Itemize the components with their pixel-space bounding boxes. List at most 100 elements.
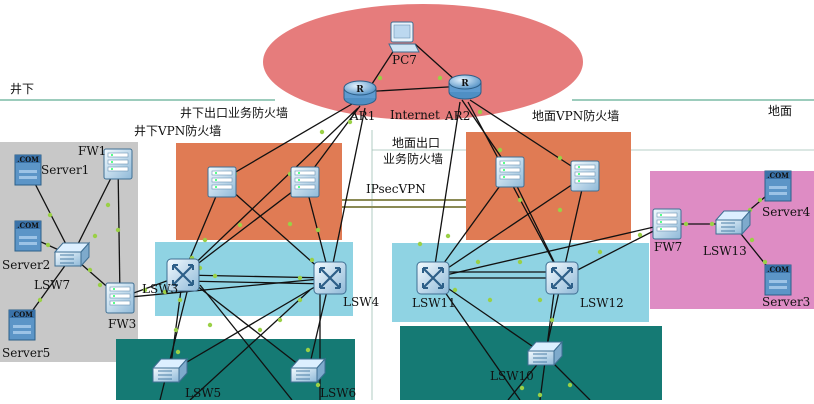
- port-dot: [519, 385, 525, 391]
- port-dot: [757, 197, 763, 203]
- ipsec-vpn-link: [342, 199, 466, 208]
- port-dot: [257, 327, 263, 333]
- underground-exit-firewall-icon[interactable]: [290, 166, 320, 198]
- server5-icon[interactable]: .COM: [8, 309, 36, 341]
- port-dot: [597, 249, 603, 255]
- port-dot: [92, 233, 98, 239]
- ground-exit-firewall-label-line2: 业务防火墙: [383, 151, 443, 166]
- lsw12-switch-icon[interactable]: [544, 260, 580, 296]
- port-dot: [475, 259, 481, 265]
- fw1-icon[interactable]: [103, 148, 133, 180]
- server4-label: Server4: [762, 205, 811, 219]
- port-dot: [309, 257, 315, 263]
- port-dot: [557, 207, 563, 213]
- port-dot: [683, 221, 689, 227]
- underground-vpn-firewall-label: 井下VPN防火墙: [134, 123, 221, 138]
- port-dot: [237, 222, 243, 228]
- ar1-label: AR1: [349, 109, 375, 123]
- server5-badge: .COM: [11, 310, 33, 319]
- ar1-router-icon[interactable]: [343, 80, 377, 106]
- port-dot: [487, 297, 493, 303]
- server4-badge: .COM: [767, 171, 789, 180]
- port-dot: [212, 273, 218, 279]
- lsw13-switch-icon[interactable]: [715, 210, 751, 235]
- ground-exit-firewall-icon[interactable]: [495, 156, 525, 188]
- port-dot: [537, 297, 543, 303]
- lsw11-label: LSW11: [412, 296, 456, 310]
- port-dot: [347, 119, 353, 125]
- fw7-icon[interactable]: [652, 208, 682, 240]
- port-dot: [207, 322, 213, 328]
- fw7-label: FW7: [654, 240, 682, 254]
- port-dot: [142, 287, 148, 293]
- underground-vpn-firewall-icon[interactable]: [207, 166, 237, 198]
- port-dot: [297, 275, 303, 281]
- ground-vpn-firewall-label: 地面VPN防火墙: [532, 108, 619, 123]
- port-dot: [319, 129, 325, 135]
- port-dot: [45, 242, 51, 248]
- server4-icon[interactable]: .COM: [764, 170, 792, 202]
- lsw11-switch-icon[interactable]: [415, 260, 451, 296]
- underground-exit-firewall-label: 井下出口业务防火墙: [180, 105, 288, 120]
- port-dot: [557, 155, 563, 161]
- lsw3-label: LSW3: [142, 282, 178, 296]
- ground-vpn-firewall-icon[interactable]: [570, 160, 600, 192]
- port-dot: [37, 297, 43, 303]
- port-dot: [709, 221, 715, 227]
- ground-firewall-zone: [466, 132, 631, 240]
- port-dot: [477, 109, 483, 115]
- port-dot: [417, 241, 423, 247]
- ground-exit-firewall-label-line1: 地面出口: [392, 136, 440, 150]
- server3-badge: .COM: [767, 265, 789, 274]
- port-dot: [115, 227, 121, 233]
- pc7-label: PC7: [392, 53, 417, 67]
- lsw12-label: LSW12: [580, 296, 624, 310]
- port-dot: [749, 237, 755, 243]
- port-dot: [305, 347, 311, 353]
- port-dot: [517, 259, 523, 265]
- port-dot: [377, 75, 383, 81]
- ar2-label: AR2: [444, 109, 470, 123]
- port-dot: [297, 297, 303, 303]
- port-dot: [202, 237, 208, 243]
- lsw4-label: LSW4: [343, 295, 380, 309]
- lsw5-switch-icon[interactable]: [152, 358, 188, 383]
- ar2-router-icon[interactable]: [448, 74, 482, 100]
- port-dot: [47, 212, 53, 218]
- port-dot: [517, 197, 523, 203]
- server3-label: Server3: [762, 295, 810, 309]
- port-dot: [315, 382, 321, 388]
- port-dot: [277, 317, 283, 323]
- ipsec-vpn-label: IPsecVPN: [366, 182, 426, 196]
- port-dot: [762, 259, 768, 265]
- lsw7-switch-icon[interactable]: [54, 242, 90, 267]
- port-dot: [175, 349, 181, 355]
- port-dot: [445, 233, 451, 239]
- port-dot: [173, 327, 179, 333]
- lsw7-label: LSW7: [34, 278, 70, 292]
- lsw6-switch-icon[interactable]: [290, 358, 326, 383]
- server2-label: Server2: [2, 258, 50, 272]
- server2-badge: .COM: [17, 221, 39, 230]
- ground-zone-label: 地面: [768, 104, 792, 118]
- lsw13-label: LSW13: [703, 244, 747, 258]
- port-dot: [637, 232, 643, 238]
- port-dot: [537, 392, 543, 398]
- lsw4-switch-icon[interactable]: [312, 260, 348, 296]
- port-indicators: [37, 75, 768, 398]
- port-dot: [105, 202, 111, 208]
- lsw10-switch-icon[interactable]: [527, 341, 563, 366]
- fw3-label: FW3: [108, 317, 136, 331]
- fw3-icon[interactable]: [105, 282, 135, 314]
- internet-label: Internet: [390, 108, 440, 122]
- server1-icon[interactable]: .COM: [14, 154, 42, 186]
- port-dot: [97, 282, 103, 288]
- server3-icon[interactable]: .COM: [764, 264, 792, 296]
- port-dot: [452, 287, 458, 293]
- server2-icon[interactable]: .COM: [14, 220, 42, 252]
- internet-zone: [263, 4, 583, 120]
- port-dot: [497, 147, 503, 153]
- server1-label: Server1: [41, 163, 89, 177]
